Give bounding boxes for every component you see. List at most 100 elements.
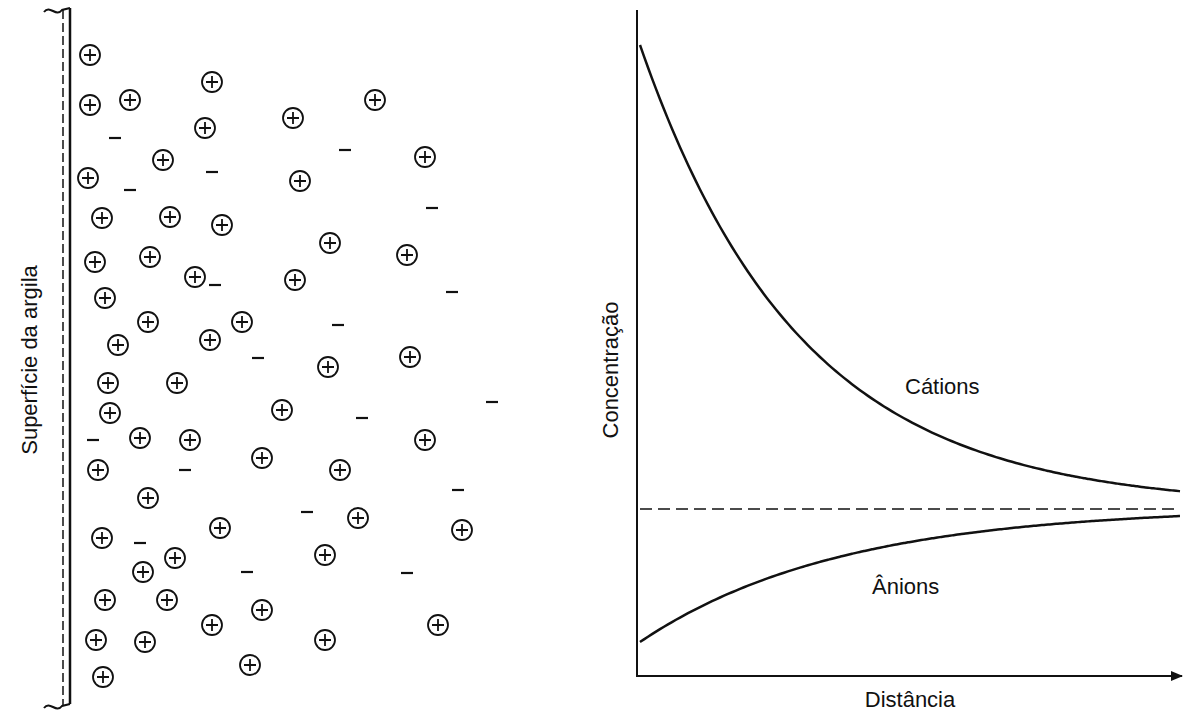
cation-circle: [348, 508, 368, 528]
surface-label: Superfície da argila: [18, 265, 42, 455]
cation-symbol: [202, 615, 222, 635]
anion-symbol: [339, 149, 351, 151]
surface-dashed-line: [62, 10, 64, 706]
cation-symbol: [140, 247, 160, 267]
cation-circle: [140, 247, 160, 267]
curve-label: Cátions: [905, 375, 980, 399]
concentration-chart: [636, 10, 1182, 676]
cation-symbol: [212, 215, 232, 235]
anion-symbol: [446, 291, 458, 293]
cation-circle: [252, 448, 272, 468]
bulk-concentration-line: [640, 508, 1180, 510]
plus-sign: [102, 377, 114, 389]
cation-symbol: [400, 347, 420, 367]
cation-circle: [80, 95, 100, 115]
cation-circle: [202, 615, 222, 635]
plus-sign: [134, 432, 146, 444]
plus-sign: [99, 292, 111, 304]
cation-symbol: [92, 208, 112, 228]
plus-sign: [294, 175, 306, 187]
anion-symbol: [87, 439, 99, 441]
cation-symbol: [138, 488, 158, 508]
cation-circle: [252, 600, 272, 620]
cation-symbol: [160, 207, 180, 227]
plus-sign: [96, 212, 108, 224]
cation-circle: [452, 520, 472, 540]
plus-sign: [142, 316, 154, 328]
cation-symbol: [108, 335, 128, 355]
surface-line: [69, 8, 72, 704]
plus-sign: [89, 256, 101, 268]
cation-circle: [88, 460, 108, 480]
cation-circle: [86, 630, 106, 650]
plus-sign: [82, 172, 94, 184]
plus-sign: [99, 594, 111, 606]
cation-symbol: [315, 630, 335, 650]
cation-symbol: [86, 630, 106, 650]
x-axis: [636, 675, 1182, 677]
cation-symbol: [330, 460, 350, 480]
cation-symbol: [78, 168, 98, 188]
plus-sign: [319, 634, 331, 646]
cation-symbol: [365, 90, 385, 110]
cation-circle: [232, 312, 252, 332]
plus-sign: [256, 604, 268, 616]
cation-symbol: [180, 430, 200, 450]
cation-symbol: [200, 330, 220, 350]
y-axis: [636, 10, 638, 676]
cation-symbol: [210, 518, 230, 538]
plus-sign: [137, 566, 149, 578]
cation-symbol: [452, 520, 472, 540]
cation-symbol: [95, 288, 115, 308]
cation-symbol: [157, 590, 177, 610]
anion-symbol: [209, 284, 221, 286]
cation-symbol: [232, 312, 252, 332]
plus-sign: [432, 619, 444, 631]
cation-circle: [153, 150, 173, 170]
anion-symbol: [109, 137, 121, 139]
anion-symbol: [124, 189, 136, 191]
break-mark: [44, 704, 70, 709]
plus-sign: [189, 271, 201, 283]
cation-circle: [100, 403, 120, 423]
cation-circle: [85, 252, 105, 272]
plus-sign: [214, 522, 226, 534]
cation-symbol: [428, 615, 448, 635]
cation-symbol: [397, 245, 417, 265]
cation-circle: [93, 667, 113, 687]
cation-circle: [157, 590, 177, 610]
cation-circle: [397, 245, 417, 265]
cation-curve: [640, 45, 1180, 491]
cation-circle: [138, 312, 158, 332]
cation-circle: [210, 518, 230, 538]
cation-circle: [138, 488, 158, 508]
plus-sign: [161, 594, 173, 606]
plus-sign: [164, 211, 176, 223]
plus-sign: [204, 334, 216, 346]
cation-circle: [240, 655, 260, 675]
plus-sign: [276, 404, 288, 416]
cation-circle: [285, 270, 305, 290]
cation-symbol: [283, 108, 303, 128]
plus-sign: [142, 492, 154, 504]
cation-symbol: [95, 590, 115, 610]
axis-title: Distância: [865, 688, 955, 712]
plus-sign: [419, 434, 431, 446]
plus-sign: [401, 249, 413, 261]
plus-sign: [244, 659, 256, 671]
plus-sign: [419, 151, 431, 163]
anion-symbol: [401, 572, 413, 574]
plus-sign: [92, 464, 104, 476]
plus-sign: [256, 452, 268, 464]
cation-symbol: [135, 632, 155, 652]
cation-circle: [400, 347, 420, 367]
anion-symbol: [486, 401, 498, 403]
plus-sign: [169, 552, 181, 564]
cation-symbol: [202, 72, 222, 92]
cation-symbol: [415, 430, 435, 450]
anion-symbol: [134, 542, 146, 544]
cation-circle: [290, 171, 310, 191]
cation-symbol: [315, 545, 335, 565]
anion-symbol: [426, 207, 438, 209]
cation-symbol: [285, 270, 305, 290]
